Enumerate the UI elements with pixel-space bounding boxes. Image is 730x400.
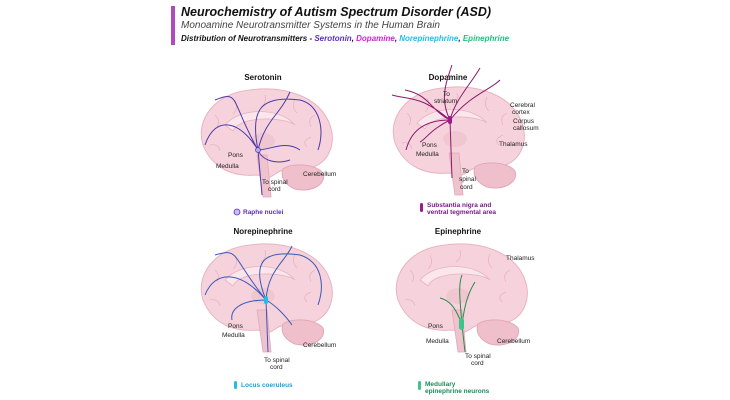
svg-text:Thalamus: Thalamus bbox=[499, 141, 528, 148]
svg-text:Medullary: Medullary bbox=[425, 381, 456, 388]
svg-text:To: To bbox=[462, 168, 469, 175]
nt-serotonin: Serotonin bbox=[314, 34, 352, 43]
svg-text:Pons: Pons bbox=[228, 152, 244, 159]
svg-text:cord: cord bbox=[268, 186, 281, 193]
subtitle: Monoamine Neurotransmitter Systems in th… bbox=[181, 20, 440, 31]
locus-coeruleus-legend-icon bbox=[234, 381, 237, 389]
nt-epinephrine: Epinephrine bbox=[462, 34, 510, 43]
svg-text:To spinal: To spinal bbox=[264, 357, 290, 364]
legend-text: Raphe nuclei bbox=[243, 209, 284, 216]
svg-text:Epinephrine: Epinephrine bbox=[435, 227, 482, 236]
svg-text:callosum: callosum bbox=[513, 125, 539, 132]
distribution-line: Distribution of Neurotransmitters - Sero… bbox=[181, 34, 510, 43]
svg-text:Corpus: Corpus bbox=[513, 118, 535, 125]
svg-text:cord: cord bbox=[270, 364, 283, 371]
svg-text:cortex: cortex bbox=[512, 109, 530, 116]
svg-text:To: To bbox=[443, 91, 450, 98]
svg-text:To spinal: To spinal bbox=[262, 179, 288, 186]
svg-text:cord: cord bbox=[460, 184, 473, 191]
svg-text:Cerebral: Cerebral bbox=[510, 102, 535, 109]
svg-text:Norepinephrine: Norepinephrine bbox=[233, 227, 293, 236]
svg-text:Cerebellum: Cerebellum bbox=[303, 171, 336, 178]
svg-text:Medulla: Medulla bbox=[416, 151, 439, 158]
panel-dopamine: Dopamine To striatum Cerebral cortex Cor… bbox=[391, 64, 539, 216]
nt-dopamine: Dopamine bbox=[356, 34, 395, 43]
header: Neurochemistry of Autism Spectrum Disord… bbox=[171, 6, 509, 45]
nt-norepinephrine: Norepinephrine bbox=[399, 34, 459, 43]
svg-text:ventral tegmental area: ventral tegmental area bbox=[427, 209, 496, 216]
svg-text:Locus coeruleus: Locus coeruleus bbox=[241, 382, 293, 389]
medullary-neurons-legend-icon bbox=[418, 381, 421, 390]
svg-text:Medulla: Medulla bbox=[216, 163, 239, 170]
svg-text:spinal: spinal bbox=[459, 176, 477, 183]
raphe-nuclei-legend-icon bbox=[233, 208, 241, 216]
substantia-nigra-legend-icon bbox=[420, 203, 423, 212]
svg-text:Pons: Pons bbox=[422, 142, 438, 149]
svg-text:striatum: striatum bbox=[434, 98, 457, 105]
serotonin-pathways bbox=[204, 91, 322, 196]
svg-text:Cerebellum: Cerebellum bbox=[497, 338, 530, 345]
svg-text:Thalamus: Thalamus bbox=[506, 255, 535, 262]
dopamine-pathways bbox=[391, 64, 501, 179]
panel-epinephrine: Epinephrine Thalamus Pons Medulla Cerebe… bbox=[395, 227, 535, 395]
title: Neurochemistry of Autism Spectrum Disord… bbox=[181, 5, 492, 19]
panel-serotonin: Serotonin Pons Medulla Cerebellum To spi… bbox=[200, 73, 336, 216]
norepinephrine-pathways bbox=[204, 245, 322, 353]
svg-text:Pons: Pons bbox=[228, 323, 244, 330]
svg-text:Substantia nigra and: Substantia nigra and bbox=[427, 202, 491, 209]
panel-title: Serotonin bbox=[244, 73, 281, 82]
svg-text:cord: cord bbox=[471, 360, 484, 367]
svg-text:Medulla: Medulla bbox=[426, 338, 449, 345]
panel-norepinephrine: Norepinephrine Pons Medulla Cerebellum T… bbox=[200, 227, 336, 389]
svg-text:To spinal: To spinal bbox=[465, 353, 491, 360]
svg-text:epinephrine neurons: epinephrine neurons bbox=[425, 388, 490, 395]
svg-text:Medulla: Medulla bbox=[222, 332, 245, 339]
svg-text:Pons: Pons bbox=[428, 323, 444, 330]
epinephrine-pathways bbox=[439, 274, 476, 353]
svg-text:Cerebellum: Cerebellum bbox=[303, 342, 336, 349]
